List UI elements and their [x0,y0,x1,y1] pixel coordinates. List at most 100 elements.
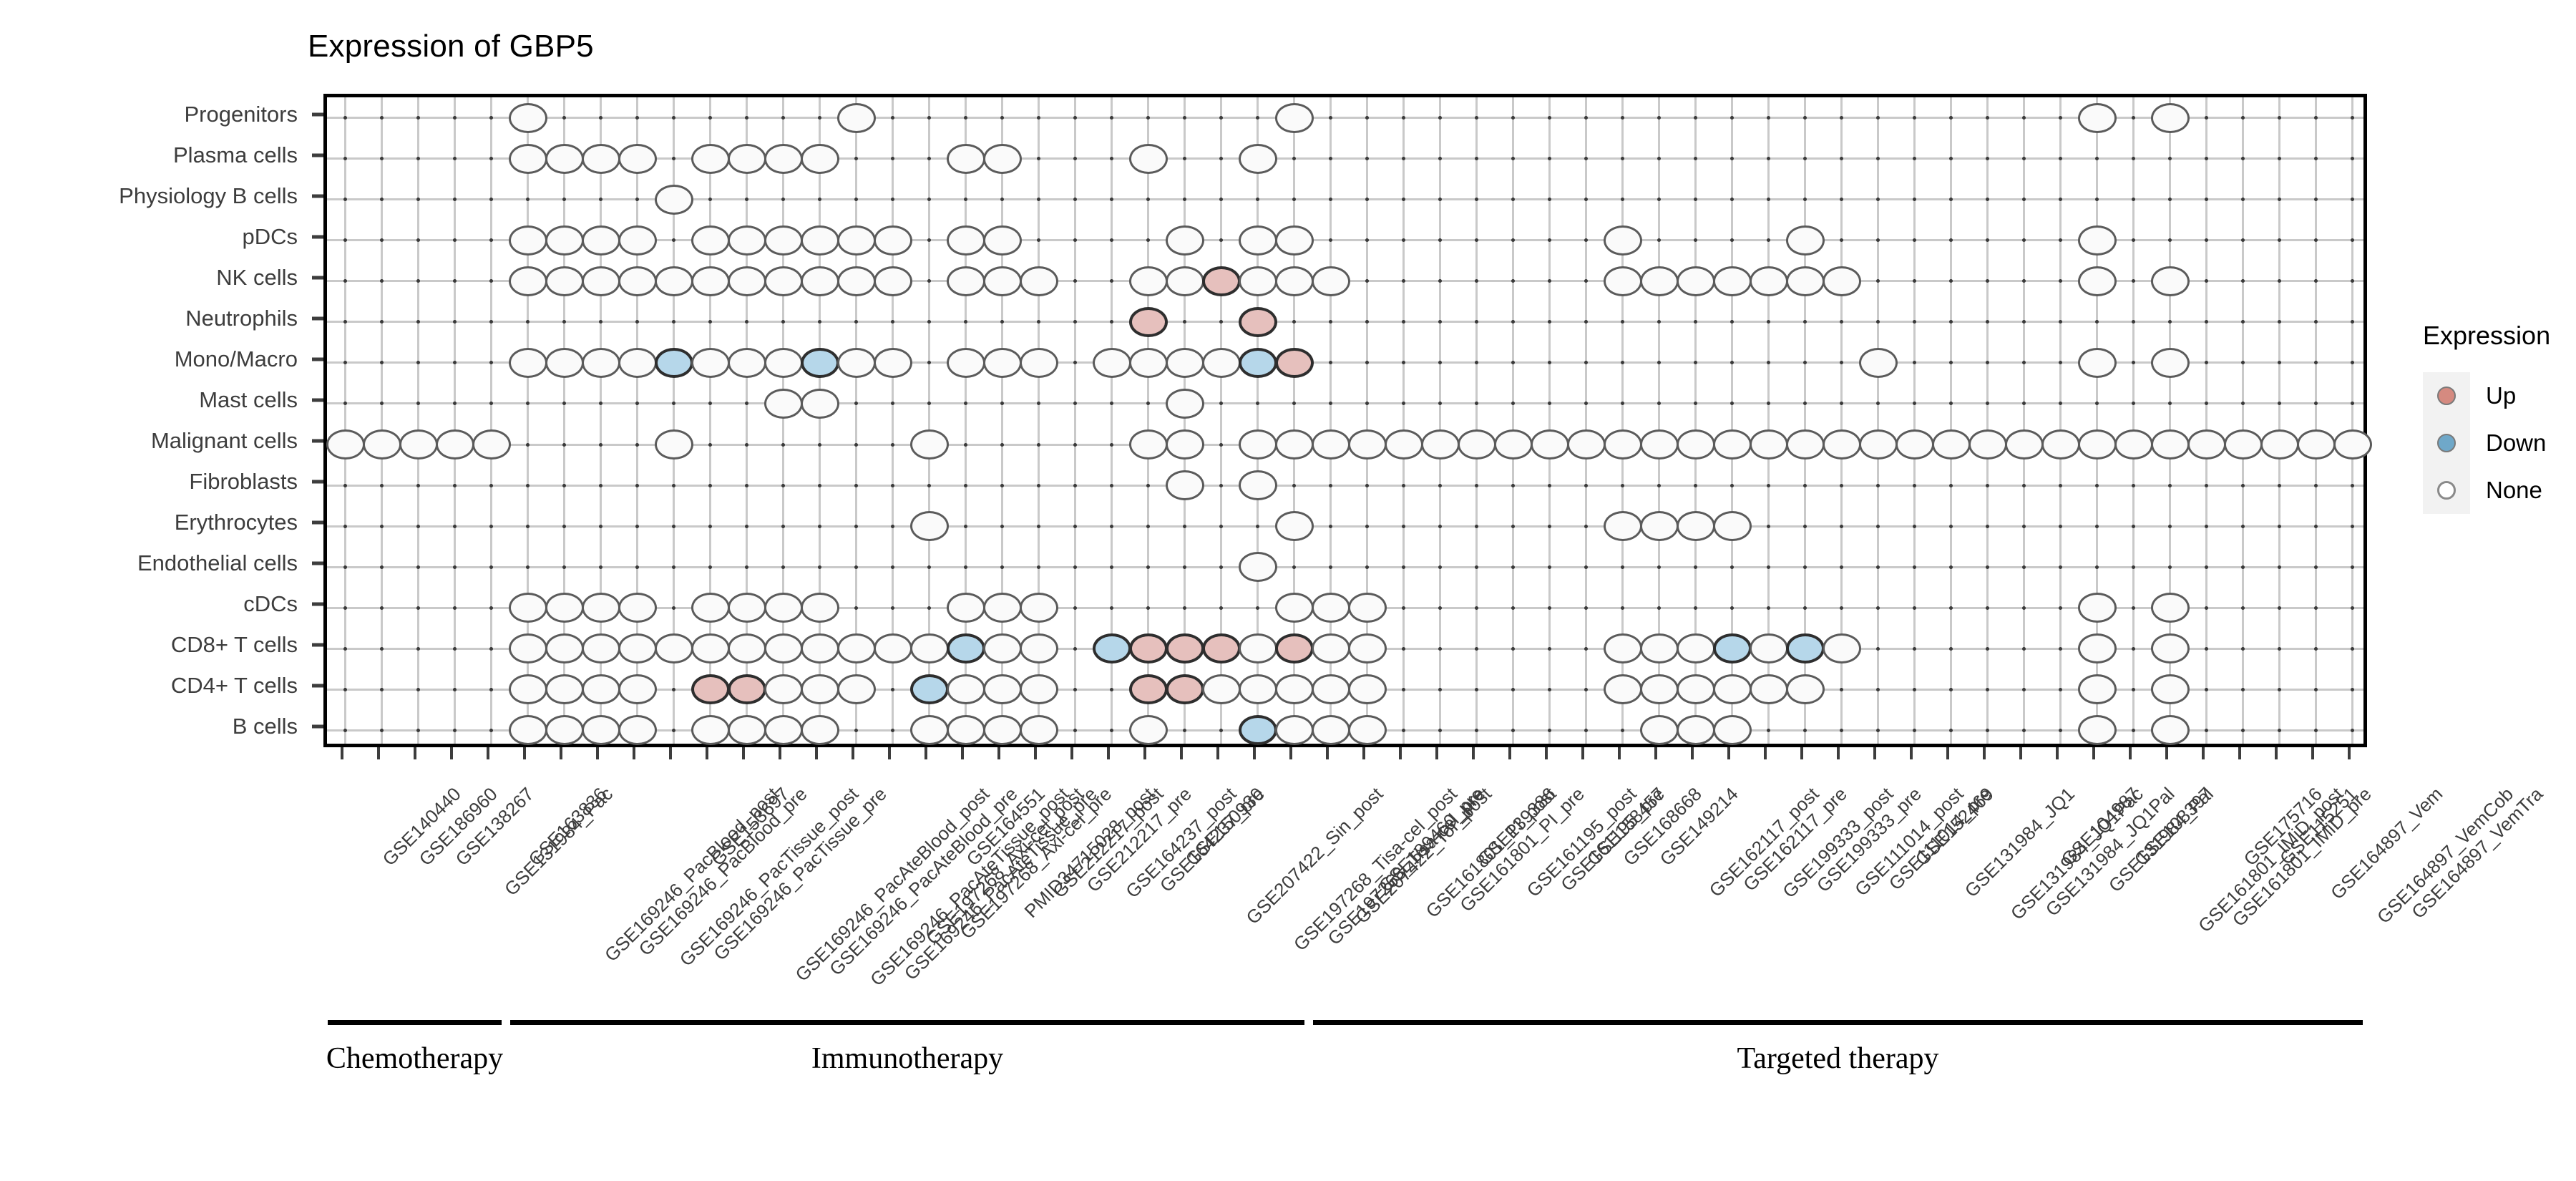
data-point-none[interactable] [2333,429,2372,460]
data-point-none[interactable] [1712,429,1752,460]
data-point-none[interactable] [2150,674,2190,705]
data-point-none[interactable] [326,429,365,460]
data-point-none[interactable] [1165,388,1204,419]
data-point-none[interactable] [1165,470,1204,501]
data-point-none[interactable] [2077,715,2117,746]
data-point-none[interactable] [2077,102,2117,133]
data-point-none[interactable] [1603,511,1642,542]
data-point-none[interactable] [1785,225,1825,256]
data-point-none[interactable] [1676,633,1715,664]
data-point-none[interactable] [1785,266,1825,296]
data-point-none[interactable] [727,347,766,378]
data-point-none[interactable] [836,102,876,133]
data-point-none[interactable] [2260,429,2299,460]
data-point-none[interactable] [2077,674,2117,705]
data-point-none[interactable] [1822,633,1861,664]
data-point-none[interactable] [2077,633,2117,664]
data-point-none[interactable] [1931,429,1971,460]
data-point-none[interactable] [800,593,839,623]
data-point-none[interactable] [1347,715,1387,746]
data-point-none[interactable] [1420,429,1460,460]
data-point-none[interactable] [545,674,584,705]
data-point-none[interactable] [727,225,766,256]
data-point-none[interactable] [982,347,1022,378]
data-point-none[interactable] [909,715,949,746]
data-point-none[interactable] [946,715,985,746]
data-point-none[interactable] [2004,429,2044,460]
data-point-none[interactable] [763,347,803,378]
data-point-none[interactable] [618,715,657,746]
data-point-none[interactable] [800,143,839,174]
data-point-none[interactable] [763,266,803,296]
data-point-up[interactable] [691,674,730,705]
data-point-none[interactable] [836,633,876,664]
data-point-none[interactable] [545,143,584,174]
legend-item[interactable]: Down [2423,419,2550,467]
data-point-none[interactable] [1566,429,1606,460]
data-point-none[interactable] [1019,593,1058,623]
data-point-none[interactable] [982,674,1022,705]
data-point-none[interactable] [2150,266,2190,296]
data-point-none[interactable] [1128,715,1168,746]
data-point-none[interactable] [1676,429,1715,460]
data-point-none[interactable] [545,266,584,296]
data-point-none[interactable] [1128,429,1168,460]
data-point-none[interactable] [909,511,949,542]
data-point-none[interactable] [1822,429,1861,460]
data-point-none[interactable] [1676,266,1715,296]
data-point-none[interactable] [1128,347,1168,378]
data-point-none[interactable] [508,266,547,296]
data-point-none[interactable] [581,715,620,746]
data-point-down[interactable] [654,347,693,378]
data-point-none[interactable] [1493,429,1533,460]
data-point-none[interactable] [581,674,620,705]
data-point-none[interactable] [2077,429,2117,460]
data-point-none[interactable] [1019,715,1058,746]
data-point-none[interactable] [545,593,584,623]
data-point-none[interactable] [1347,674,1387,705]
data-point-up[interactable] [1165,633,1204,664]
data-point-none[interactable] [1749,633,1788,664]
data-point-none[interactable] [946,593,985,623]
data-point-none[interactable] [1165,429,1204,460]
data-point-none[interactable] [1274,511,1314,542]
data-point-none[interactable] [1092,347,1131,378]
data-point-none[interactable] [763,674,803,705]
data-point-none[interactable] [1676,715,1715,746]
data-point-none[interactable] [618,266,657,296]
data-point-none[interactable] [618,225,657,256]
data-point-none[interactable] [2077,266,2117,296]
data-point-none[interactable] [1603,674,1642,705]
data-point-none[interactable] [1165,266,1204,296]
data-point-none[interactable] [909,429,949,460]
data-point-up[interactable] [1128,633,1168,664]
data-point-up[interactable] [1274,347,1314,378]
data-point-none[interactable] [1201,347,1241,378]
data-point-none[interactable] [800,715,839,746]
data-point-none[interactable] [581,266,620,296]
data-point-down[interactable] [1092,633,1131,664]
data-point-none[interactable] [2150,102,2190,133]
data-point-none[interactable] [1274,593,1314,623]
data-point-none[interactable] [545,633,584,664]
data-point-none[interactable] [508,143,547,174]
data-point-none[interactable] [946,347,985,378]
data-point-none[interactable] [946,674,985,705]
data-point-none[interactable] [2077,347,2117,378]
data-point-none[interactable] [982,715,1022,746]
data-point-none[interactable] [836,225,876,256]
data-point-none[interactable] [1238,266,1277,296]
data-point-none[interactable] [727,633,766,664]
data-point-none[interactable] [1639,429,1679,460]
data-point-none[interactable] [1603,266,1642,296]
data-point-none[interactable] [508,633,547,664]
data-point-none[interactable] [691,593,730,623]
data-point-none[interactable] [1749,429,1788,460]
data-point-none[interactable] [691,266,730,296]
data-point-down[interactable] [909,674,949,705]
data-point-none[interactable] [982,266,1022,296]
data-point-none[interactable] [1785,429,1825,460]
data-point-none[interactable] [1712,715,1752,746]
data-point-none[interactable] [508,593,547,623]
data-point-none[interactable] [2077,225,2117,256]
